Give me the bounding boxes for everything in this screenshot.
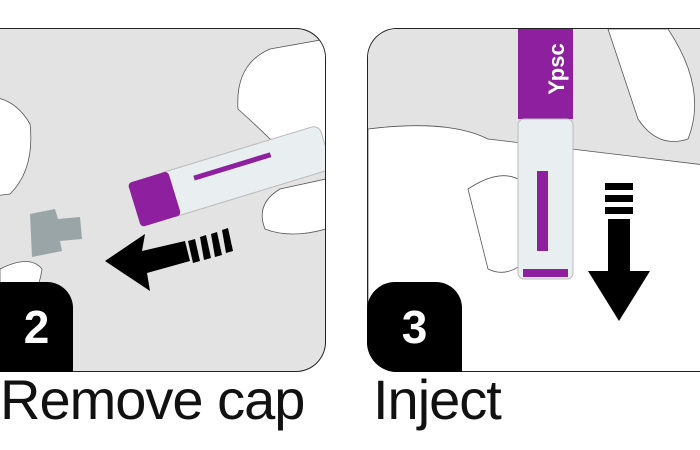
right-hand-lower bbox=[261, 178, 325, 235]
pen: Ypsc bbox=[517, 29, 574, 280]
step-3-illustration: Ypsc bbox=[367, 28, 700, 372]
arrow-left-icon bbox=[105, 228, 233, 291]
pen-label: Ypsc bbox=[544, 43, 569, 94]
left-hand bbox=[0, 98, 32, 196]
cap bbox=[30, 209, 82, 257]
pen bbox=[128, 126, 325, 227]
step-number-badge: 2 bbox=[0, 282, 73, 372]
step-caption: Inject bbox=[373, 368, 502, 431]
step-caption: Remove cap bbox=[0, 368, 305, 431]
right-hand bbox=[237, 38, 325, 150]
step-number-badge: 3 bbox=[367, 282, 462, 372]
hand bbox=[607, 29, 696, 142]
arrow-down-icon bbox=[588, 183, 650, 321]
